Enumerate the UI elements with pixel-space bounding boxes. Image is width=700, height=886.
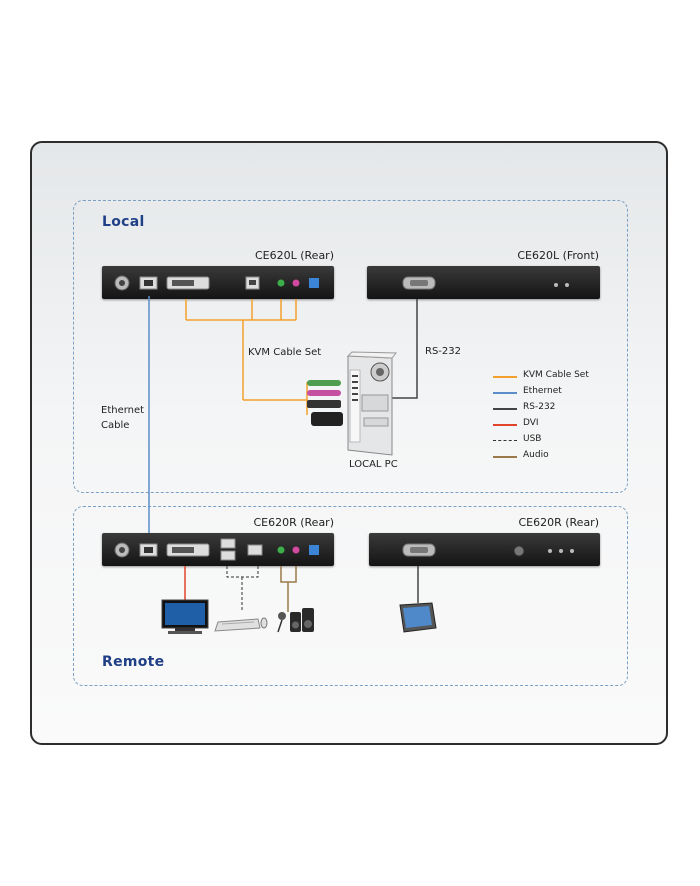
- led-icon: [565, 283, 569, 287]
- legend-item: RS-232: [493, 402, 613, 416]
- legend-swatch: [493, 440, 517, 441]
- remote-rear2-ports: [402, 543, 574, 557]
- legend-item: USB: [493, 434, 613, 448]
- keyboard-icon: [214, 618, 261, 632]
- legend-label: Audio: [523, 450, 549, 460]
- legend-label: USB: [523, 434, 542, 444]
- ce620r-rear2-label: CE620R (Rear): [518, 516, 599, 529]
- ethernet-label-line2: Cable: [101, 420, 130, 431]
- speakers-icon: [290, 608, 314, 632]
- legend-item: KVM Cable Set: [493, 370, 613, 384]
- legend-label: KVM Cable Set: [523, 370, 589, 380]
- usb-a-port-icon: [247, 544, 263, 556]
- legend-swatch: [493, 456, 517, 458]
- local-pc-label: LOCAL PC: [349, 459, 398, 470]
- local-rear-ports: [114, 275, 319, 291]
- dip-switch-icon: [309, 545, 319, 555]
- usb-cable: [226, 566, 259, 610]
- legend-swatch: [493, 376, 517, 378]
- kvm-cable-label: KVM Cable Set: [248, 347, 322, 358]
- audio-cable: [280, 566, 297, 612]
- ce620l-rear-label: CE620L (Rear): [254, 249, 334, 262]
- mic-port-icon: [292, 546, 300, 554]
- mic-port-icon: [292, 279, 300, 287]
- led-icon: [559, 549, 563, 553]
- legend-label: RS-232: [523, 402, 556, 412]
- remote-zone: [73, 506, 628, 686]
- usb-a-port-icon: [220, 550, 236, 561]
- legend-label: DVI: [523, 418, 539, 428]
- local-zone: [73, 200, 628, 493]
- led-icon: [554, 283, 558, 287]
- legend-item: Audio: [493, 450, 613, 464]
- led-icon: [548, 549, 552, 553]
- local-title: Local: [102, 214, 145, 230]
- dip-switch-icon: [309, 278, 319, 288]
- monitor-icon: [161, 599, 209, 634]
- local-pc-icon: [346, 351, 398, 456]
- led-icon: [570, 549, 574, 553]
- touch-panel-icon: [399, 602, 437, 633]
- ethernet-label-line1: Ethernet: [101, 405, 145, 416]
- kvm-cable: [185, 299, 308, 415]
- kvm-plugs-icon: [307, 380, 343, 426]
- remote-rear-ports: [114, 538, 319, 561]
- mouse-icon: [260, 617, 268, 629]
- remote-title: Remote: [102, 654, 165, 670]
- audio-out-port-icon: [277, 279, 285, 287]
- rs232-cable: [392, 299, 418, 399]
- legend-label: Ethernet: [523, 386, 562, 396]
- legend-swatch: [493, 424, 517, 426]
- local-front-ports: [402, 276, 569, 290]
- legend-swatch: [493, 392, 517, 394]
- legend-item: Ethernet: [493, 386, 613, 400]
- microphone-icon: [277, 612, 286, 633]
- rs232-label: RS-232: [425, 346, 461, 357]
- button-icon: [513, 545, 525, 557]
- legend-item: DVI: [493, 418, 613, 432]
- ce620r-rear-label: CE620R (Rear): [253, 516, 334, 529]
- ce620l-front-label: CE620L (Front): [517, 249, 599, 262]
- usb-a-port-icon: [220, 538, 236, 549]
- legend-swatch: [493, 408, 517, 410]
- audio-out-port-icon: [277, 546, 285, 554]
